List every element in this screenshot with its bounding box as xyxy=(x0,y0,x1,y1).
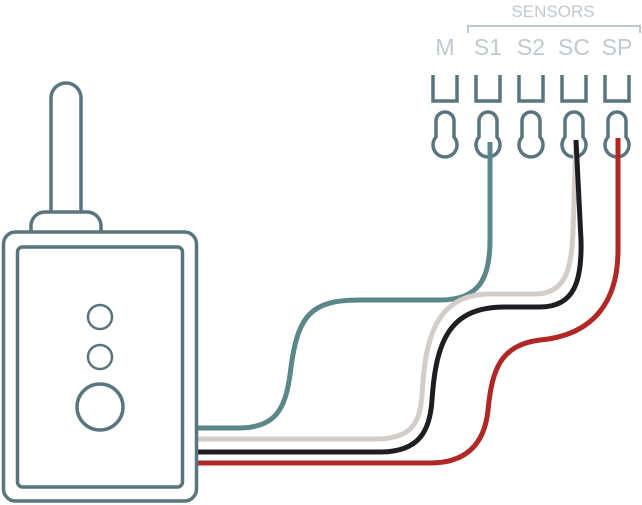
device-inner-panel xyxy=(15,245,185,489)
antenna-base xyxy=(29,210,103,232)
screw-terminal-icon xyxy=(431,75,459,103)
indicator-led-1 xyxy=(86,303,114,331)
indicator-led-2 xyxy=(86,343,114,371)
sensors-bracket xyxy=(467,25,641,33)
screw-terminal-icon xyxy=(517,75,545,103)
wire-red-sp xyxy=(198,138,621,466)
keyhole-clamp-icon xyxy=(474,110,502,159)
keyhole-clamp-icon xyxy=(603,110,631,159)
sensors-group-label: SENSORS xyxy=(511,2,594,21)
terminal-label-sc: SC xyxy=(558,34,590,60)
terminal-label-sp: SP xyxy=(602,34,633,60)
terminal-sp xyxy=(603,75,631,159)
screw-terminal-icon xyxy=(474,75,502,103)
device-outer-case xyxy=(1,230,199,503)
keyhole-clamp-icon xyxy=(517,110,545,159)
keyhole-clamp-icon xyxy=(560,110,588,159)
device-button[interactable] xyxy=(75,382,125,432)
keyhole-clamp-icon xyxy=(431,110,459,159)
terminal-m xyxy=(431,75,459,159)
wire-beige-sc xyxy=(198,139,579,442)
antenna-icon xyxy=(49,81,83,212)
terminal-sc xyxy=(560,75,588,159)
wire-teal-s1 xyxy=(198,142,493,431)
terminal-label-m: M xyxy=(435,34,454,60)
terminal-label-s1: S1 xyxy=(474,34,502,60)
screw-terminal-icon xyxy=(603,75,631,103)
wire-black-sc xyxy=(198,139,584,455)
terminal-s1 xyxy=(474,75,502,159)
screw-terminal-icon xyxy=(560,75,588,103)
terminal-label-s2: S2 xyxy=(517,34,545,60)
terminal-s2 xyxy=(517,75,545,159)
sensor-transmitter-icon xyxy=(1,81,199,503)
